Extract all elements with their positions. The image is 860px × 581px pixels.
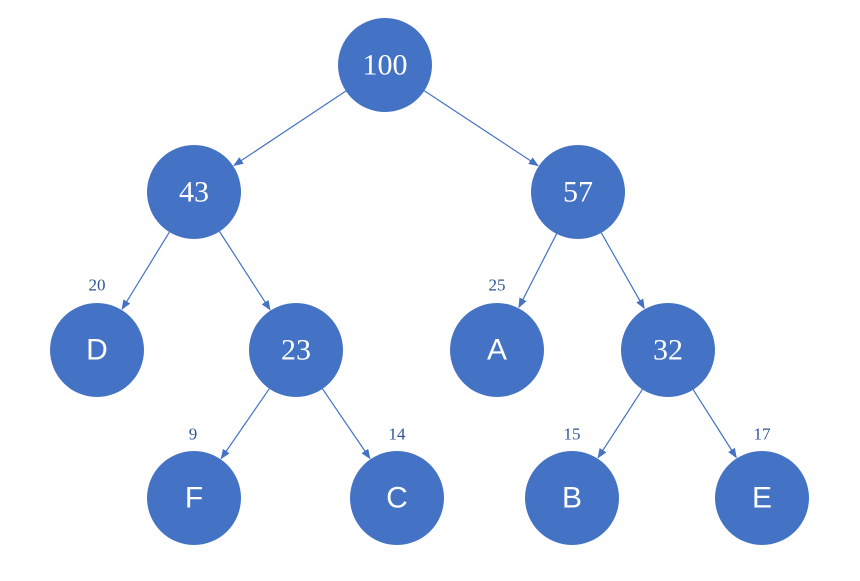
edge-n57-nA: [518, 233, 558, 309]
node-label: B: [562, 482, 582, 515]
weight-label-25: 25: [489, 276, 506, 295]
node-label: D: [86, 334, 108, 367]
node-circle: [531, 145, 625, 239]
weight-label-9: 9: [189, 425, 198, 444]
node-label: 100: [363, 49, 408, 82]
weight-label-20: 20: [89, 276, 106, 295]
edge-n100-n57: [423, 90, 539, 167]
edge-n32-nB: [597, 389, 643, 459]
node-circle: [350, 451, 444, 545]
edge-n32-nE: [692, 389, 737, 459]
node-label: C: [386, 482, 408, 515]
node-label: 23: [281, 334, 311, 367]
node-circle: [621, 303, 715, 397]
edge-n23-nF: [220, 388, 270, 460]
tree-node-B: B: [525, 451, 619, 545]
node-circle: [525, 451, 619, 545]
tree-node-D: D: [50, 303, 144, 397]
edge-n100-n43: [233, 90, 347, 166]
tree-node-57: 57: [531, 145, 625, 239]
node-label: 57: [563, 176, 593, 209]
edge-n57-n32: [600, 232, 645, 310]
weight-label-14: 14: [389, 425, 407, 444]
node-circle: [50, 303, 144, 397]
node-label: 32: [653, 334, 683, 367]
weight-label-15: 15: [564, 425, 581, 444]
edge-n43-n23: [218, 231, 271, 311]
nodes-layer: 100 43 57D 23 A 32F C B E: [50, 18, 809, 545]
node-label: 43: [179, 176, 209, 209]
tree-node-43: 43: [147, 145, 241, 239]
tree-node-23: 23: [249, 303, 343, 397]
node-circle: [450, 303, 544, 397]
weights-layer: 20 25 9 14 15 17: [89, 276, 772, 444]
node-circle: [338, 18, 432, 112]
node-circle: [147, 145, 241, 239]
tree-node-F: F: [147, 451, 241, 545]
node-label: E: [752, 482, 772, 515]
node-label: F: [185, 482, 203, 515]
node-label: A: [487, 334, 507, 367]
edge-n43-nD: [121, 231, 170, 310]
tree-node-C: C: [350, 451, 444, 545]
node-circle: [715, 451, 809, 545]
tree-node-E: E: [715, 451, 809, 545]
tree-node-32: 32: [621, 303, 715, 397]
edge-n23-nC: [322, 388, 371, 460]
node-circle: [249, 303, 343, 397]
weight-label-17: 17: [754, 425, 772, 444]
tree-node-100: 100: [338, 18, 432, 112]
tree-node-A: A: [450, 303, 544, 397]
node-circle: [147, 451, 241, 545]
edges-layer: [121, 90, 737, 460]
